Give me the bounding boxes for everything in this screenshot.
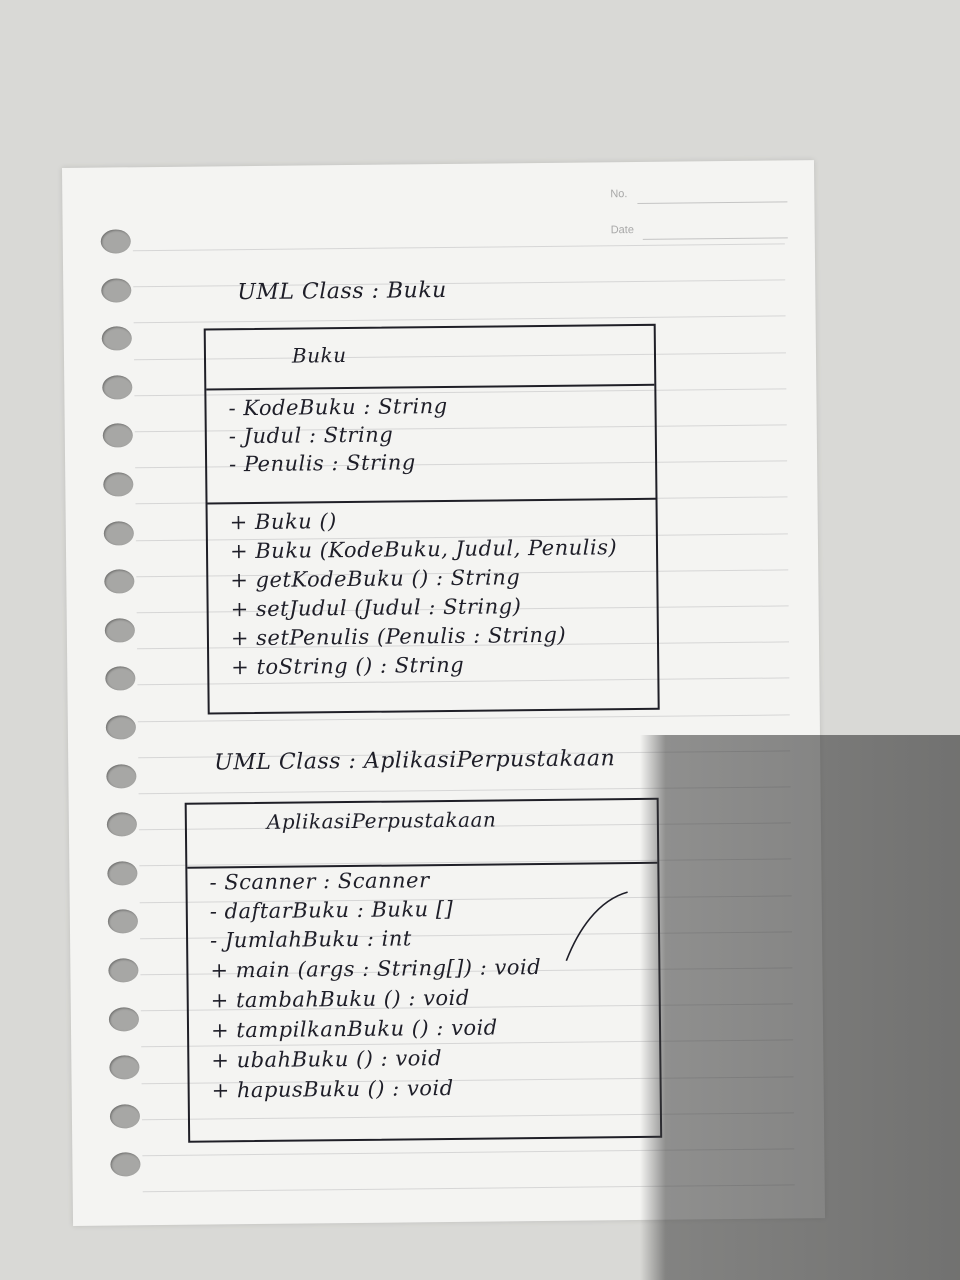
- method-setjudul: + setJudul (Judul : String): [230, 594, 522, 622]
- binder-hole: [103, 472, 134, 497]
- binder-hole: [109, 1104, 141, 1129]
- date-label: Date: [610, 224, 634, 237]
- binder-hole: [108, 1007, 140, 1032]
- binder-holes: [62, 160, 814, 1177]
- ruled-line: [142, 1184, 795, 1193]
- class-box-buku: Buku - KodeBuku : String - Judul : Strin…: [203, 323, 660, 715]
- binder-hole: [107, 861, 138, 886]
- binder-hole: [107, 909, 139, 934]
- binder-hole: [106, 812, 138, 837]
- method-getkodebuku: + getKodeBuku () : String: [230, 565, 521, 593]
- method-hapusbuku: + hapusBuku () : void: [211, 1075, 454, 1103]
- attribute-daftarbuku: - daftarBuku : Buku []: [209, 896, 454, 924]
- method-list-buku: + Buku () + Buku (KodeBuku, Judul, Penul…: [206, 326, 654, 679]
- binder-hole: [102, 375, 133, 400]
- ruled-lines: [62, 160, 814, 1193]
- ruled-line: [142, 1148, 795, 1157]
- binder-hole: [101, 326, 132, 351]
- method-list-aplikasi: + main (args : String[]) : void + tambah…: [187, 800, 657, 1102]
- divider-name-attributes: [206, 383, 655, 391]
- attribute-penulis: - Penulis : String: [228, 450, 416, 477]
- binder-hole: [105, 666, 136, 691]
- ruled-line: [133, 279, 786, 288]
- binder-hole: [104, 569, 135, 594]
- method-main: + main (args : String[]) : void: [210, 955, 542, 983]
- date-line: [642, 237, 788, 240]
- binder-hole: [109, 1055, 140, 1080]
- ruled-line: [138, 786, 791, 795]
- attribute-jumlahbuku: - JumlahBuku : int: [209, 926, 412, 953]
- binder-hole: [103, 521, 134, 546]
- ruled-line: [133, 315, 786, 324]
- binder-hole: [100, 229, 131, 254]
- method-tostring: + toString () : String: [231, 652, 465, 680]
- no-line: [637, 201, 788, 204]
- pen-stroke: [565, 891, 628, 962]
- attribute-list-aplikasi: - Scanner : Scanner - daftarBuku : Buku …: [187, 800, 657, 952]
- method-tambahbuku: + tambahBuku () : void: [210, 985, 470, 1013]
- class-name-buku: Buku: [291, 343, 347, 368]
- class-name-aplikasiperpustakaan: AplikasiPerpustakaan: [266, 807, 497, 834]
- ruled-line: [137, 714, 790, 723]
- diagram-2-title: UML Class : AplikasiPerpustakaan: [214, 746, 616, 776]
- binder-hole: [102, 423, 133, 448]
- binder-hole: [105, 715, 136, 740]
- notebook-page: No. Date UML Class : Buku Buku - KodeBuk…: [62, 160, 826, 1226]
- binder-hole: [104, 618, 135, 643]
- binder-hole: [106, 764, 137, 789]
- attribute-scanner: - Scanner : Scanner: [209, 868, 430, 895]
- method-tampilkanbuku: + tampilkanBuku () : void: [210, 1015, 498, 1043]
- method-ubahbuku: + ubahBuku () : void: [211, 1046, 443, 1073]
- attribute-list-buku: - KodeBuku : String - Judul : String - P…: [206, 326, 654, 476]
- binder-hole: [110, 1152, 141, 1177]
- method-buku-constructor-params: + Buku (KodeBuku, Judul, Penulis): [229, 535, 618, 564]
- diagram-1-title: UML Class : Buku: [237, 277, 447, 306]
- ruled-line: [132, 243, 785, 252]
- method-setpenulis: + setPenulis (Penulis : String): [230, 622, 567, 651]
- binder-hole: [101, 278, 132, 303]
- attribute-judul: - Judul : String: [228, 422, 394, 449]
- no-label: No.: [610, 188, 628, 201]
- divider-attributes-methods: [207, 497, 656, 505]
- class-box-aplikasiperpustakaan: AplikasiPerpustakaan - Scanner : Scanner…: [184, 797, 663, 1143]
- attribute-kodebuku: - KodeBuku : String: [228, 393, 448, 421]
- method-buku-constructor: + Buku (): [229, 509, 337, 535]
- binder-hole: [108, 958, 139, 983]
